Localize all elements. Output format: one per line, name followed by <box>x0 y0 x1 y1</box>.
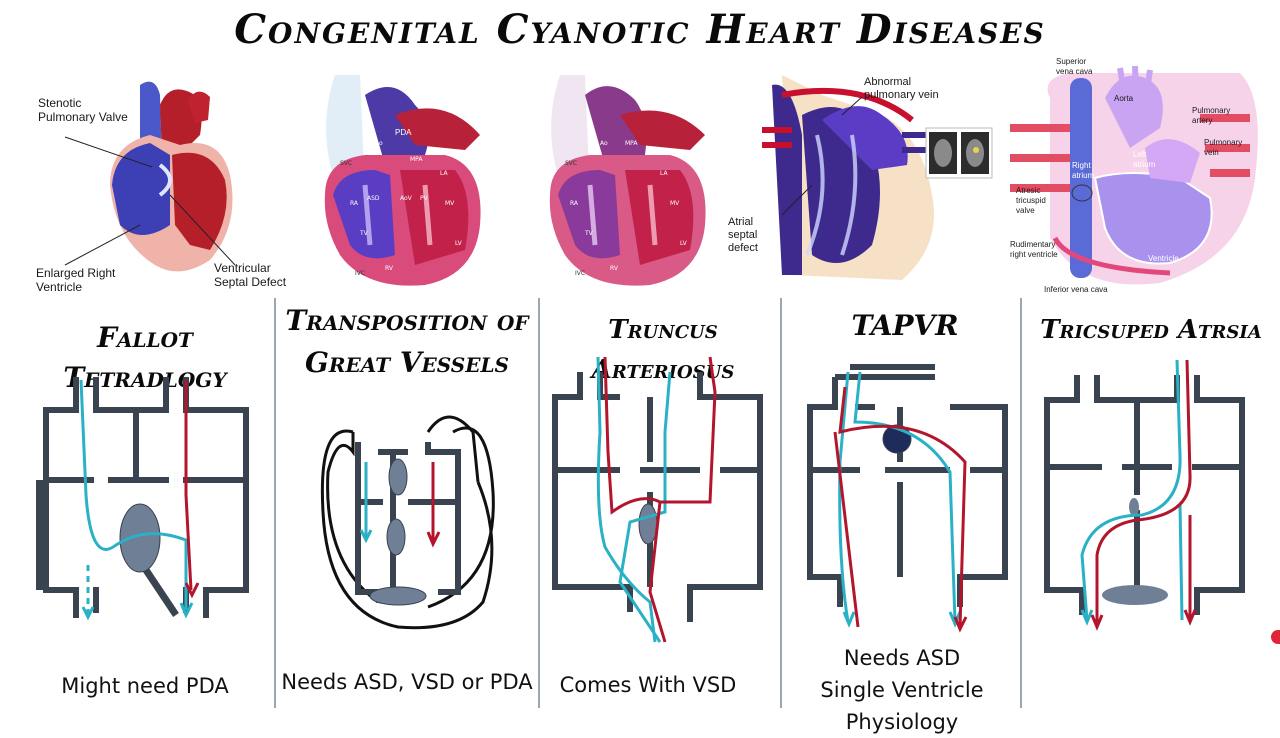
pda-defect <box>1102 585 1168 605</box>
label-ventricular-septal-defect: Ventricular Septal Defect <box>214 261 287 289</box>
panel-note-truncus: Comes With VSD <box>559 673 737 697</box>
deoxygenated-flow <box>596 356 657 643</box>
t2-label-ao: Ao <box>375 140 383 147</box>
label-stenotic-pulmonary-valve: Stenotic Pulmonary Valve <box>38 96 128 124</box>
fallot-heart-illustration <box>64 81 236 272</box>
column-divider <box>1020 298 1022 708</box>
panel-title-transposition: Transposition of Great Vessels <box>285 304 529 379</box>
pda-defect <box>369 586 427 606</box>
label-abnormal-pulmonary-vein: Abnormal pulmonary vein <box>864 76 939 101</box>
panel-title-tapvr: TAPVR <box>851 309 959 342</box>
vsd-defect <box>638 503 658 545</box>
transposition-heart-illustration: PDA Ao SVC MPA LA RA ASD AoV PV MV TV RV… <box>324 75 481 286</box>
label-atresic-tricuspid-valve: Atresic tricuspid valve <box>1016 186 1046 215</box>
column-divider <box>538 298 540 708</box>
t3-label-mv: MV <box>670 200 680 207</box>
label-right-atrium: Right atrium <box>1072 161 1095 180</box>
t2-label-pda: PDA <box>395 128 412 137</box>
t3-label-svc: SVC <box>565 160 577 167</box>
t2-label-ivc: IVC <box>355 270 365 277</box>
vsd-defect <box>1129 498 1139 516</box>
label-pulmonary-vein: Pulmonary vein <box>1204 138 1243 157</box>
label-enlarged-right-ventricle: Enlarged Right Ventricle <box>36 266 116 294</box>
tapvr-schematic <box>807 364 1008 633</box>
t2-label-aov: AoV <box>400 195 413 202</box>
deoxygenated-flow <box>79 379 188 610</box>
truncus-schematic <box>552 356 763 643</box>
page-title: Congenital Cyanotic Heart Diseases <box>234 6 1046 53</box>
label-rudimentary-right-ventricle: Rudimentary right ventricle <box>1010 240 1058 259</box>
panel-note-fallot: Might need PDA <box>61 674 229 698</box>
label-ventricle: Ventricle <box>1148 254 1179 263</box>
label-pulmonary-artery: Pulmonary artery <box>1192 106 1231 125</box>
deoxygenated-flow <box>1080 359 1182 621</box>
t2-label-mpa: MPA <box>410 156 423 163</box>
label-left-atrium: Left atrium <box>1133 150 1156 169</box>
pointer-marker <box>1271 630 1280 644</box>
chest-xray-thumbnail <box>925 127 993 179</box>
oxygenated-flow <box>184 380 193 591</box>
t3-label-ivc: IVC <box>575 270 585 277</box>
t2-label-svc: SVC <box>340 160 352 167</box>
t2-label-la: LA <box>440 170 448 177</box>
oxygenated-flow <box>1095 359 1192 625</box>
panel-note-tapvr: Needs ASD Single Ventricle Physiology <box>820 646 984 734</box>
t3-label-ra: RA <box>570 200 579 207</box>
label-inferior-vena-cava: Inferior vena cava <box>1044 285 1108 294</box>
t2-label-ra: RA <box>350 200 359 207</box>
t2-label-pv: PV <box>420 195 429 202</box>
fallot-schematic <box>36 377 249 621</box>
t3-label-la: LA <box>660 170 668 177</box>
column-divider <box>780 298 782 708</box>
vsd-defect <box>386 518 406 556</box>
t2-label-asd: ASD <box>367 195 380 202</box>
t3-label-ao: Ao <box>600 140 608 147</box>
panel-title-tricuspid: Tricsuped Atrsia <box>1040 315 1262 345</box>
t2-label-tv: TV <box>359 230 369 237</box>
t2-label-mv: MV <box>445 200 455 207</box>
truncus-heart-illustration: SVC Ao MPA LA RA MV TV RV LV IVC <box>549 75 706 286</box>
oxygenated-flow <box>603 356 717 515</box>
oxygenated-flow <box>838 386 967 628</box>
thickened-wall <box>36 480 44 590</box>
asd-defect <box>388 458 408 496</box>
panel-note-transposition: Needs ASD, VSD or PDA <box>281 670 533 694</box>
t3-label-mpa: MPA <box>625 140 638 147</box>
tricuspid-atresia-illustration <box>1010 65 1258 285</box>
t2-label-lv: LV <box>455 240 463 247</box>
t3-label-rv: RV <box>610 265 619 272</box>
tapvr-heart-illustration <box>762 75 937 280</box>
tricuspid-schematic <box>1044 359 1245 631</box>
t3-label-lv: LV <box>680 240 688 247</box>
transposition-schematic <box>320 415 495 630</box>
label-atrial-septal-defect: Atrial septal defect <box>728 216 758 254</box>
label-aorta: Aorta <box>1114 94 1134 103</box>
t2-label-rv: RV <box>385 265 394 272</box>
t3-label-tv: TV <box>584 230 594 237</box>
column-divider <box>274 298 276 708</box>
label-superior-vena-cava: Superior vena cava <box>1056 57 1093 76</box>
vsd-defect <box>119 503 161 573</box>
panel-title-fallot: Fallot Tetradlogy <box>63 321 227 394</box>
